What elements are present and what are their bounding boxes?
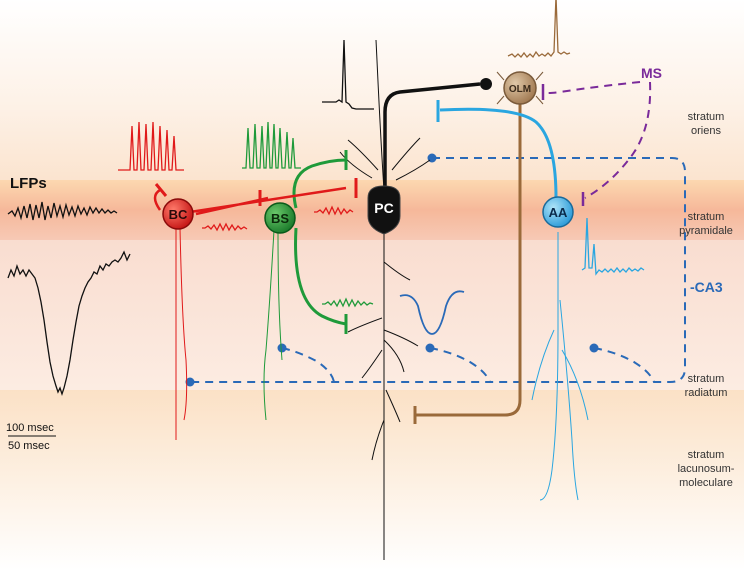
svg-text:moleculare: moleculare xyxy=(679,477,733,489)
pc-excitatory-terminal xyxy=(480,78,492,90)
lfp-sharpwave-trace xyxy=(7,250,131,397)
aa-label: AA xyxy=(549,205,568,220)
bc-label: BC xyxy=(169,207,188,222)
bs-label: BS xyxy=(271,211,289,226)
svg-text:radiatum: radiatum xyxy=(685,387,728,399)
bc-inhibitory-terminals xyxy=(154,178,358,206)
pc-spike-trace xyxy=(322,39,374,110)
olm-axon xyxy=(416,98,522,417)
aa-axon xyxy=(439,107,558,199)
svg-text:stratum: stratum xyxy=(688,449,725,461)
ms-label: MS xyxy=(641,65,662,81)
bc-dendrites xyxy=(175,227,188,440)
olm-dendrites xyxy=(496,71,544,105)
bc-gamma-trace xyxy=(202,222,248,232)
olm-spike-trace xyxy=(507,0,571,59)
ms-inhibitory-terminals xyxy=(541,84,585,206)
lfp-gamma-trace xyxy=(7,201,118,221)
aa-cell xyxy=(542,196,574,228)
svg-text:stratum: stratum xyxy=(688,211,725,223)
layer-label-radiatum: stratum radiatum xyxy=(685,373,728,399)
svg-text:stratum: stratum xyxy=(688,373,725,385)
bs-spike-trace xyxy=(242,121,301,169)
olm-label: OLM xyxy=(509,84,531,95)
svg-text:stratum: stratum xyxy=(688,111,725,123)
scale-bottom-label: 50 msec xyxy=(8,440,50,452)
bs-gamma-trace xyxy=(322,297,374,308)
bs-axon xyxy=(292,158,347,326)
scale-top-label: 100 msec xyxy=(6,422,54,434)
aa-spike-trace xyxy=(581,217,645,276)
ca3-synapse-dots xyxy=(185,153,599,387)
layer-label-pyramidale: stratum pyramidale xyxy=(679,211,733,237)
aa-dendrites xyxy=(531,232,589,501)
bc-spike-trace xyxy=(118,121,184,171)
olm-cell xyxy=(503,71,537,105)
pc-cell xyxy=(367,185,401,235)
lfp-label: LFPs xyxy=(10,175,47,192)
ca3-label: -CA3 xyxy=(690,279,723,295)
svg-text:pyramidale: pyramidale xyxy=(679,225,733,237)
pc-gamma-trace xyxy=(314,205,354,216)
svg-text:oriens: oriens xyxy=(691,125,721,137)
bs-cell xyxy=(264,202,296,234)
layer-label-lacunosum: stratum lacunosum- moleculare xyxy=(678,449,735,489)
bs-dendrites xyxy=(263,229,283,421)
svg-text:lacunosum-: lacunosum- xyxy=(678,463,735,475)
layer-label-oriens: stratum oriens xyxy=(688,111,725,137)
bc-cell xyxy=(162,198,194,230)
pc-sharpwave-trace xyxy=(399,290,465,335)
ca3-input-pathways xyxy=(190,157,686,383)
pc-dendrites xyxy=(339,39,431,560)
pc-label: PC xyxy=(374,200,393,216)
pc-axon xyxy=(383,82,481,190)
bc-axon xyxy=(153,186,347,216)
stratum-oriens-band xyxy=(0,0,744,180)
stratum-lacunosum-band xyxy=(0,390,744,570)
